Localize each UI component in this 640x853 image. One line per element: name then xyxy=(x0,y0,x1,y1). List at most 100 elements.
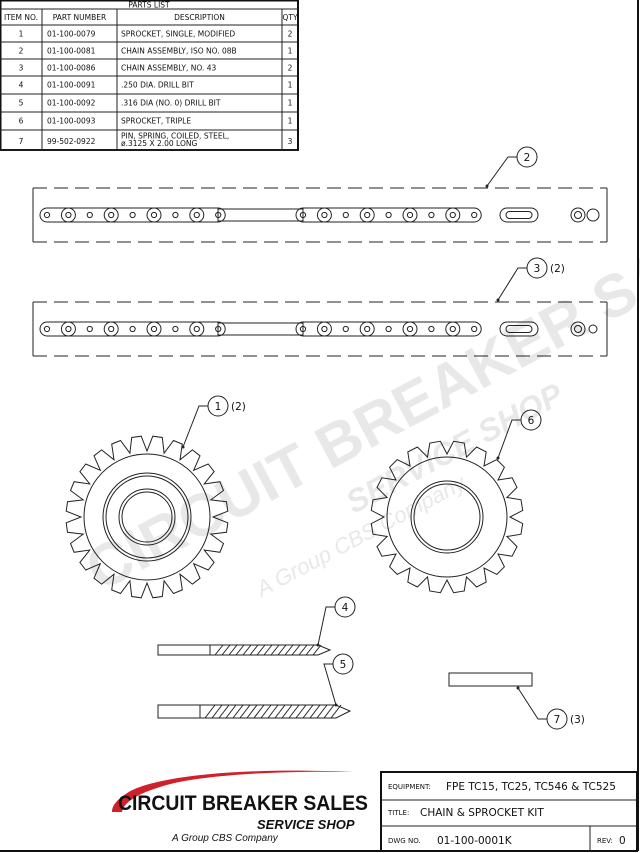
cell-qty: 1 xyxy=(288,81,293,90)
pin-hole xyxy=(364,211,371,219)
leader-arrow xyxy=(181,445,185,449)
drill-bit-316 xyxy=(157,704,352,719)
pin-hole xyxy=(108,325,115,333)
equipment-label: EQUIPMENT: xyxy=(388,783,431,791)
pin-hole xyxy=(321,325,328,333)
leader-arrow xyxy=(516,686,520,690)
pin-hole xyxy=(43,325,51,333)
balloon-number: 3 xyxy=(534,263,541,275)
pin-hole xyxy=(129,211,136,219)
flute-hatch xyxy=(232,704,244,719)
cell-part-number: 01-100-0091 xyxy=(47,81,96,90)
sprocket-single xyxy=(65,435,229,599)
pin-hole xyxy=(428,325,435,333)
hub-circle xyxy=(105,475,189,559)
flute-hatch xyxy=(235,644,245,656)
roller xyxy=(316,321,332,337)
title-label: TITLE: xyxy=(387,809,409,817)
flute-hatch xyxy=(284,644,294,656)
cell-qty: 1 xyxy=(288,99,293,108)
pin-hole xyxy=(150,211,158,219)
cell-qty: 3 xyxy=(288,137,293,146)
column-header: QTY xyxy=(282,13,297,22)
flute-hatch xyxy=(228,644,238,656)
pin-hole xyxy=(86,325,93,333)
sprocket-teeth xyxy=(370,440,524,594)
link-plate xyxy=(295,207,482,223)
balloon-qty: (3) xyxy=(570,714,585,726)
column-header: ITEM NO. xyxy=(4,13,38,22)
cell-part-number: 01-100-0081 xyxy=(47,47,96,56)
equipment-value: FPE TC15, TC25, TC546 & TC525 xyxy=(446,781,616,793)
dwg-no-label: DWG NO. xyxy=(388,837,421,845)
title-block: EQUIPMENT: FPE TC15, TC25, TC546 & TC525… xyxy=(380,771,638,852)
logo-tagline: A Group CBS Company xyxy=(171,833,279,844)
cell-description: .250 DIA. DRILL BIT xyxy=(121,81,194,90)
balloon-item-2: 2 xyxy=(485,146,538,188)
flute-hatch xyxy=(253,704,265,719)
leader-line xyxy=(497,419,521,459)
flute-hatch xyxy=(291,644,301,656)
cell-item: 5 xyxy=(19,99,24,108)
pin-hole xyxy=(65,325,72,333)
pin-hole xyxy=(449,325,456,333)
pin-hole xyxy=(193,211,200,219)
pin-hole xyxy=(471,211,478,219)
flute-hatch xyxy=(204,704,216,719)
hub-circle xyxy=(118,488,176,546)
balloon-item-4: 4 xyxy=(316,596,356,647)
watermark: CIRCUIT BREAKER SALES SERVICE SHOP A Gro… xyxy=(75,181,640,603)
roller xyxy=(189,321,205,337)
flute-hatch xyxy=(323,704,335,719)
rev-value: 0 xyxy=(619,835,626,847)
flute-hatch xyxy=(281,704,293,719)
balloon-item-5: 5 xyxy=(323,653,354,707)
pin-hole xyxy=(385,211,392,219)
pin-hole xyxy=(65,211,72,219)
balloon-number: 4 xyxy=(342,602,349,614)
cell-part-number: 01-100-0086 xyxy=(47,64,96,73)
sprockets xyxy=(65,435,524,599)
pin-hole xyxy=(385,325,392,333)
link-plate xyxy=(295,321,482,337)
cell-part-number: 01-100-0092 xyxy=(47,99,96,108)
leader-arrow xyxy=(334,703,338,707)
end-roller xyxy=(570,321,586,337)
cell-qty: 1 xyxy=(288,47,293,56)
column-header: PART NUMBER xyxy=(53,13,106,22)
flute-hatch xyxy=(249,644,259,656)
roller xyxy=(402,207,418,223)
drawing-title: CHAIN & SPROCKET KIT xyxy=(420,807,544,819)
flute-hatch xyxy=(270,644,280,656)
roller xyxy=(316,207,332,223)
connector-slot xyxy=(505,325,533,333)
flute-hatch xyxy=(302,704,314,719)
pin-hole xyxy=(406,325,414,333)
connector-link xyxy=(499,321,539,337)
pin-hole xyxy=(86,211,93,219)
leader-line xyxy=(497,267,527,301)
cell-part-number: 01-100-0093 xyxy=(47,117,96,126)
hub-circle xyxy=(413,483,481,551)
cell-description: SPROCKET, SINGLE, MODIFIED xyxy=(121,30,235,39)
chains xyxy=(32,187,608,357)
end-roller-inner xyxy=(574,325,582,333)
cell-qty: 1 xyxy=(288,117,293,126)
end-pin xyxy=(586,208,600,222)
flute-hatch xyxy=(239,704,251,719)
roller xyxy=(146,207,162,223)
connector-link xyxy=(499,207,539,223)
rev-label: REV: xyxy=(597,837,613,845)
sprocket-triple xyxy=(370,440,524,594)
flute-hatch xyxy=(225,704,237,719)
flute-hatch xyxy=(218,704,230,719)
pin-hole xyxy=(364,325,371,333)
pin-hole xyxy=(471,325,478,333)
flute-hatch xyxy=(330,704,342,719)
parts-list-title: PARTS LIST xyxy=(128,1,170,10)
cell-description: CHAIN ASSEMBLY, ISO NO. 08B xyxy=(121,47,237,56)
balloon-qty: (2) xyxy=(550,263,565,275)
leader-line xyxy=(517,687,547,720)
